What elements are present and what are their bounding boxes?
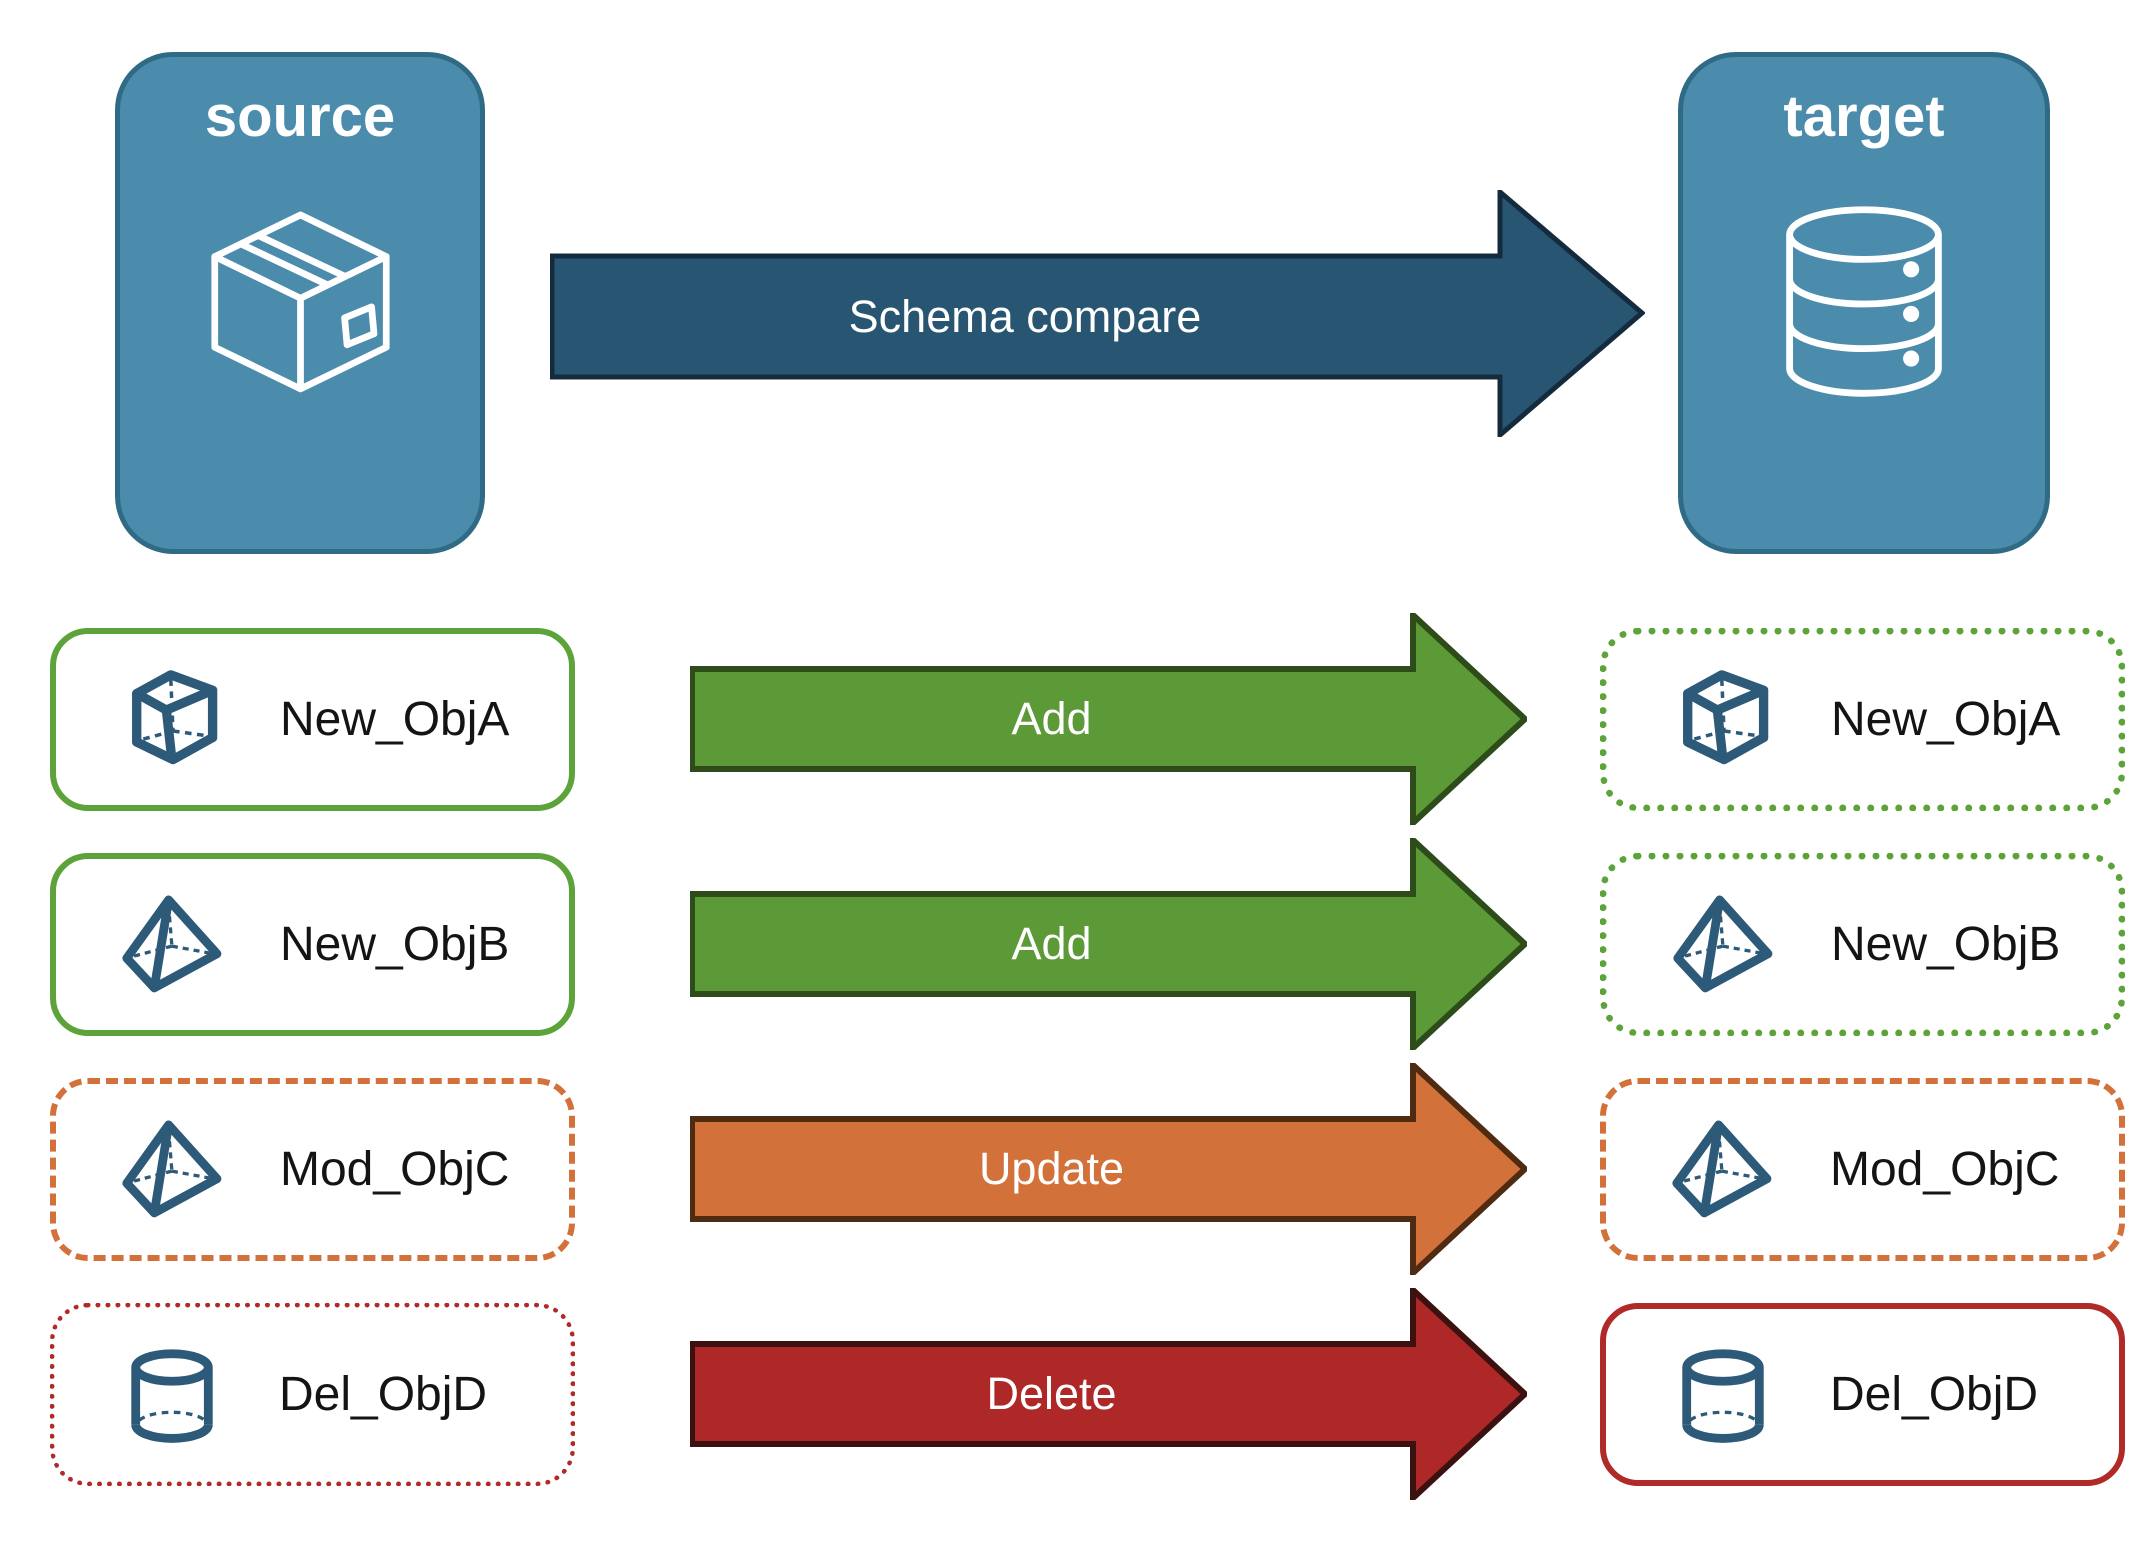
- target-object-chip-mod-objc: Mod_ObjC: [1600, 1078, 2125, 1261]
- target-object-chip-new-obja: New_ObjA: [1600, 628, 2125, 811]
- cube-icon: [1669, 665, 1779, 775]
- delete-arrow: [690, 1288, 1527, 1500]
- source-object-chip-new-obja: New_ObjA: [50, 628, 575, 811]
- pyramid-icon: [118, 890, 228, 1000]
- object-label: New_ObjB: [280, 918, 510, 971]
- pyramid-icon: [1668, 1115, 1778, 1225]
- target-node-label: target: [1783, 84, 1945, 149]
- cylinder-icon: [1668, 1340, 1778, 1450]
- source-node: source: [115, 52, 485, 554]
- cylinder-icon: [117, 1340, 227, 1450]
- pyramid-icon: [1669, 890, 1779, 1000]
- database-icon: [1740, 180, 1988, 428]
- schema-compare-arrow: [550, 190, 1645, 437]
- target-object-chip-del-objd: Del_ObjD: [1600, 1303, 2125, 1486]
- package-box-icon: [178, 188, 423, 433]
- update-arrow: [690, 1063, 1527, 1275]
- target-node: target: [1678, 52, 2050, 554]
- object-label: Mod_ObjC: [280, 1143, 510, 1196]
- source-object-chip-mod-objc: Mod_ObjC: [50, 1078, 575, 1261]
- pyramid-icon: [118, 1115, 228, 1225]
- object-label: Mod_ObjC: [1830, 1143, 2060, 1196]
- object-label: New_ObjB: [1831, 918, 2061, 971]
- object-label: New_ObjA: [1831, 693, 2061, 746]
- object-label: New_ObjA: [280, 693, 510, 746]
- source-object-chip-del-objd: Del_ObjD: [50, 1303, 575, 1486]
- source-object-chip-new-objb: New_ObjB: [50, 853, 575, 1036]
- object-label: Del_ObjD: [279, 1368, 488, 1421]
- add-arrow-row1: [690, 613, 1527, 825]
- target-object-chip-new-objb: New_ObjB: [1600, 853, 2125, 1036]
- cube-icon: [118, 665, 228, 775]
- source-node-label: source: [204, 84, 396, 149]
- object-label: Del_ObjD: [1830, 1368, 2039, 1421]
- add-arrow-row2: [690, 838, 1527, 1050]
